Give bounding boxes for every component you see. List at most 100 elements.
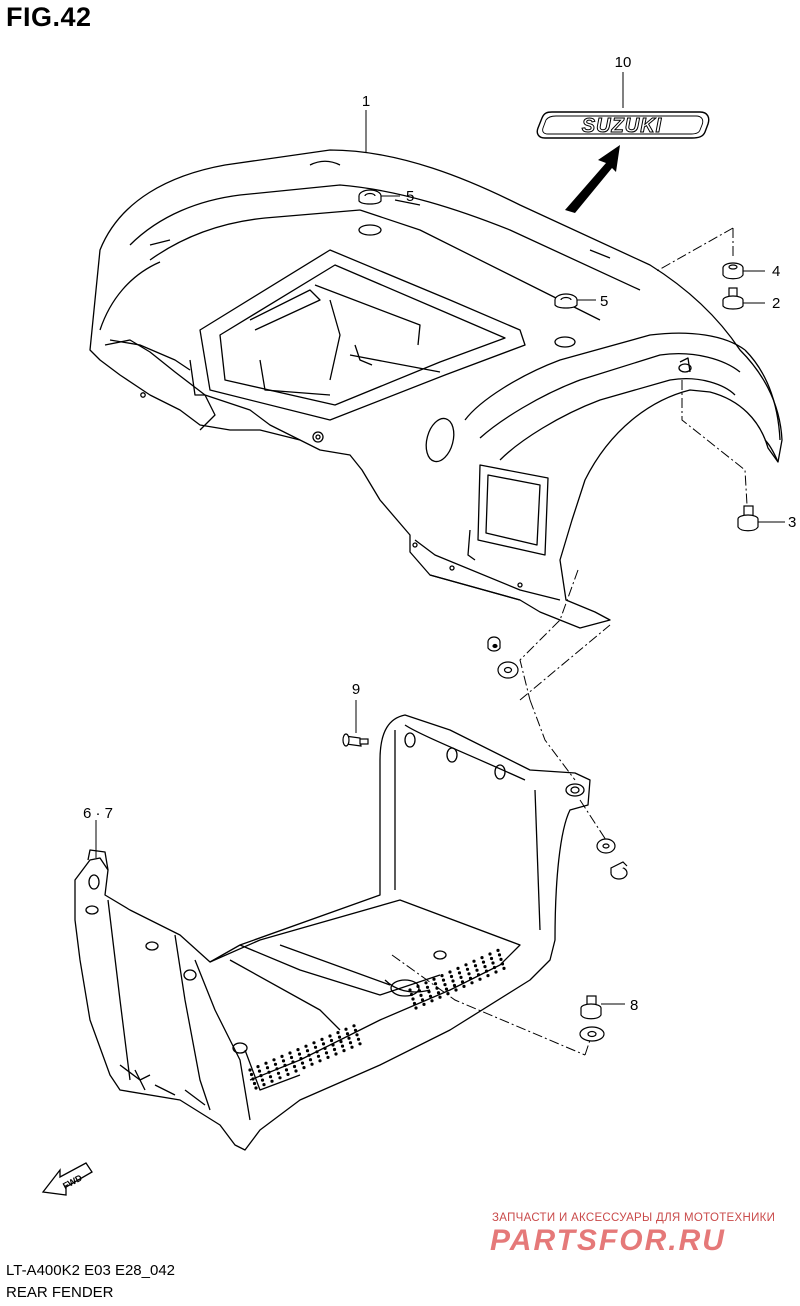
perforation-dot bbox=[356, 1037, 361, 1041]
perforation-dot bbox=[433, 982, 438, 986]
perforation-dot bbox=[457, 971, 462, 975]
mud-guard-part-6-7 bbox=[74, 714, 591, 1151]
perforation-dot bbox=[443, 983, 447, 987]
perforation-dot bbox=[313, 1045, 318, 1049]
perforation-dot bbox=[427, 990, 431, 994]
perforation-dot bbox=[257, 1069, 262, 1073]
washer-part-8 bbox=[579, 1026, 605, 1042]
perforation-dot bbox=[484, 969, 489, 973]
perforation-dot bbox=[412, 1001, 417, 1006]
perforation-dot bbox=[339, 1040, 343, 1044]
perforation-dot bbox=[420, 998, 425, 1002]
perforation-dot bbox=[464, 963, 468, 967]
perforation-dot bbox=[289, 1055, 294, 1060]
perforation-dot bbox=[308, 1058, 313, 1062]
perforation-dot bbox=[283, 1063, 287, 1067]
bolt-part-8 bbox=[580, 995, 602, 1020]
watermark-brand: PARTSFOR.RU bbox=[490, 1224, 726, 1257]
perforation-dot bbox=[444, 987, 449, 991]
perforation-dot bbox=[468, 976, 473, 980]
perforation-dot bbox=[268, 1075, 273, 1079]
perforation-dot bbox=[417, 989, 422, 993]
perforation-dot bbox=[480, 956, 484, 960]
emblem-text: SUZUKI bbox=[582, 115, 662, 137]
perforation-dot bbox=[294, 1069, 298, 1073]
perforation-dot bbox=[286, 1072, 290, 1076]
perforation-dot bbox=[259, 1074, 263, 1078]
perforation-dot bbox=[345, 1032, 350, 1036]
perforation-dot bbox=[273, 1062, 278, 1066]
perforation-dot bbox=[414, 1006, 418, 1010]
perforation-dot bbox=[419, 993, 423, 998]
perforation-dot bbox=[312, 1041, 316, 1045]
perforation-dot bbox=[318, 1059, 322, 1063]
bolt-part-3 bbox=[737, 505, 759, 532]
perforation-dot bbox=[256, 1065, 260, 1069]
perforation-dot bbox=[462, 984, 466, 989]
perforation-dot bbox=[320, 1037, 324, 1041]
perforation-dot bbox=[267, 1070, 271, 1074]
perforation-dot bbox=[411, 997, 415, 1001]
perforation-dot bbox=[331, 1043, 335, 1047]
perforation-dot bbox=[300, 1061, 305, 1065]
perforation-dot bbox=[460, 980, 465, 984]
perforation-dot bbox=[305, 1049, 310, 1053]
perforation-dot bbox=[500, 962, 505, 966]
perforation-dot bbox=[284, 1068, 289, 1072]
perforation-dot bbox=[499, 957, 503, 962]
perforation-dot bbox=[472, 959, 476, 963]
suzuki-emblem-part-10: SUZUKI bbox=[536, 111, 710, 213]
perforation-dot bbox=[264, 1061, 268, 1065]
perforation-dot bbox=[275, 1067, 279, 1071]
perforation-dot bbox=[281, 1059, 286, 1063]
perforation-dot bbox=[347, 1036, 351, 1040]
perforation-dot bbox=[348, 1041, 353, 1045]
perforation-dot bbox=[288, 1051, 292, 1055]
perforation-dot bbox=[465, 967, 470, 971]
callout-8: 8 bbox=[630, 997, 638, 1014]
perforation-dot bbox=[276, 1071, 281, 1075]
emblem-placement-arrow bbox=[565, 145, 620, 213]
bolt-part-2 bbox=[722, 287, 744, 310]
callout-6-7: 6 · 7 bbox=[83, 805, 113, 822]
bolt-right bbox=[610, 861, 628, 880]
part-name: REAR FENDER bbox=[6, 1284, 114, 1301]
perforation-dot bbox=[496, 948, 500, 953]
perforation-dot bbox=[486, 974, 490, 978]
perforation-dot bbox=[340, 1044, 345, 1048]
perforation-dot bbox=[350, 1045, 354, 1049]
screw-part-9 bbox=[342, 733, 369, 747]
perforation-dot bbox=[454, 988, 458, 992]
nut-part-4 bbox=[722, 262, 744, 280]
perforation-dot bbox=[478, 977, 482, 981]
grommet-part-5-lower bbox=[554, 293, 578, 309]
perforation-dot bbox=[430, 999, 434, 1003]
perforation-dot bbox=[352, 1024, 356, 1028]
perforation-dot bbox=[358, 1042, 362, 1046]
perforation-dot bbox=[489, 956, 494, 961]
perforation-dot bbox=[502, 966, 506, 971]
perforation-dot bbox=[422, 1002, 426, 1007]
callout-5-lower: 5 bbox=[600, 293, 608, 310]
figure-title: FIG.42 bbox=[6, 2, 92, 32]
perforation-dot bbox=[310, 1062, 314, 1066]
perforation-dot bbox=[316, 1054, 321, 1058]
perforation-dot bbox=[355, 1033, 359, 1037]
perforation-dot bbox=[440, 974, 444, 978]
perforation-dot bbox=[334, 1052, 338, 1056]
perforation-dot bbox=[409, 992, 414, 997]
grommet-part-5-upper bbox=[358, 189, 382, 205]
perforation-dot bbox=[323, 1046, 327, 1050]
callout-2: 2 bbox=[772, 295, 780, 312]
perforation-dot bbox=[424, 981, 428, 985]
clip-fastener bbox=[487, 636, 501, 652]
perforation-dot bbox=[481, 960, 486, 964]
perforation-dot bbox=[280, 1054, 284, 1058]
callout-1: 1 bbox=[362, 93, 370, 110]
perforation-dot bbox=[304, 1044, 308, 1048]
perforation-dot bbox=[251, 1077, 255, 1081]
perforation-dot bbox=[483, 965, 487, 969]
perforation-dot bbox=[488, 952, 492, 956]
perforation-dot bbox=[470, 981, 474, 985]
perforation-dot bbox=[249, 1072, 254, 1077]
